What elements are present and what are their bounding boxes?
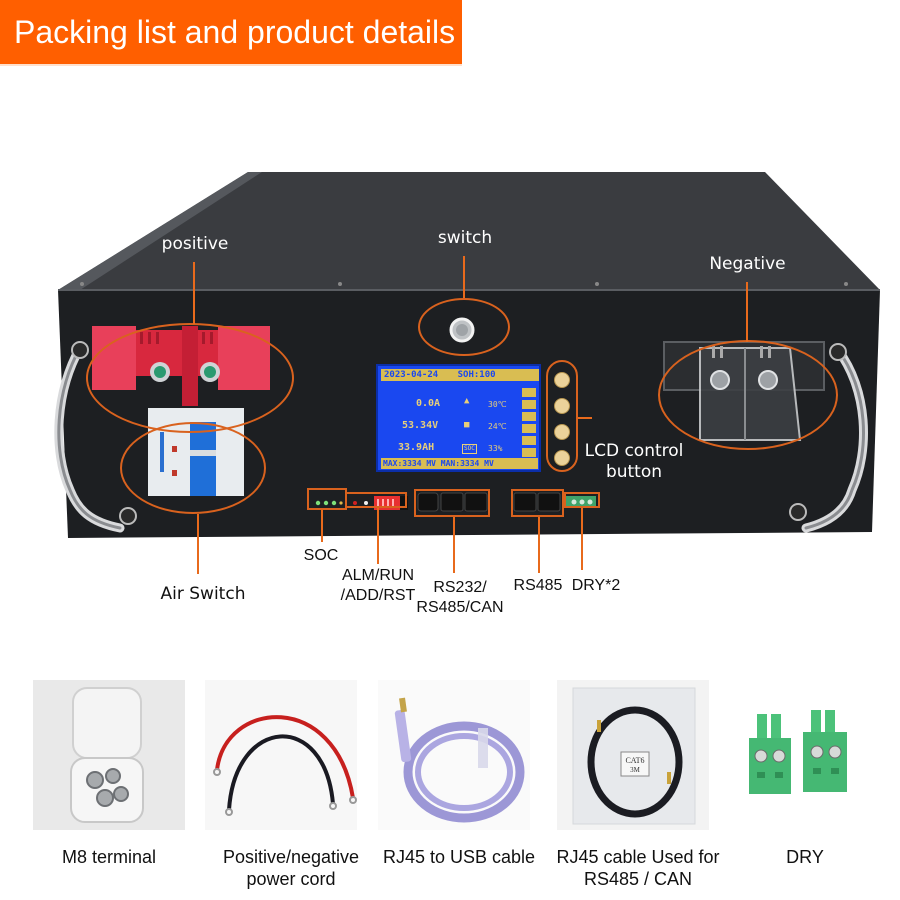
caption-line1: DRY xyxy=(786,847,824,867)
switch-callout-ring xyxy=(418,298,510,356)
lcd-soc-segment xyxy=(522,448,536,457)
lcd-soc-segment xyxy=(522,436,536,445)
air-switch-leader-line xyxy=(197,514,199,574)
switch-leader-line xyxy=(463,256,465,298)
thumb-rj45-cable: CAT6 3M xyxy=(557,680,709,830)
bag-label-line1: CAT6 xyxy=(625,756,644,765)
air-switch-callout-ring xyxy=(120,422,266,514)
caption-line2: RS485 / CAN xyxy=(583,869,693,889)
lcd-soc-badge: SOC xyxy=(462,444,477,454)
rs232-callout-box xyxy=(414,489,490,517)
lcd-temp2: 24℃ xyxy=(488,422,507,431)
negative-leader-line xyxy=(746,282,748,342)
rs232-label: RS232/ RS485/CAN xyxy=(412,578,508,618)
rj45-cable-image: CAT6 3M xyxy=(572,687,696,825)
soc-led xyxy=(323,500,329,506)
lcd-soc-segment xyxy=(522,424,536,433)
caption-m8-terminal: M8 terminal xyxy=(33,846,185,868)
lcd-date: 2023-04-24 xyxy=(384,370,439,380)
thumb-dry-connector xyxy=(735,680,875,830)
rs485-port xyxy=(537,492,561,512)
negative-callout-ring xyxy=(658,340,838,450)
air-switch-label: Air Switch xyxy=(160,584,246,604)
lcd-display: 2023-04-24 SOH:100 0.0A ▲ 30℃ 53.34V ■ 2… xyxy=(376,364,541,472)
alm-label-line1: ALM/RUN xyxy=(341,567,414,584)
caption-power-cord: Positive/negative power cord xyxy=(196,846,386,890)
soc-callout-box xyxy=(307,488,347,510)
lcd-control-button-2[interactable] xyxy=(554,398,570,414)
thumb-power-cord xyxy=(205,680,357,830)
caption-rj45-cable: RJ45 cable Used for RS485 / CAN xyxy=(548,846,728,890)
switch-label: switch xyxy=(437,228,493,248)
lcd-temp1: 30℃ xyxy=(488,400,507,409)
alm-led xyxy=(353,501,357,505)
alm-run-label: ALM/RUN /ADD/RST xyxy=(335,566,421,606)
lcd-buttons-callout-ring xyxy=(546,360,578,472)
lcd-footer: MAX:3334 MV MAN:3334 MV xyxy=(381,458,538,469)
lcd-soh-value: 100 xyxy=(479,370,496,380)
lcd-discharge-icon: ■ xyxy=(464,420,470,430)
thumb-usb-cable xyxy=(378,680,530,830)
caption-usb-cable: RJ45 to USB cable xyxy=(374,846,544,868)
run-led xyxy=(364,501,368,505)
lcd-control-button-3[interactable] xyxy=(554,424,570,440)
rj45-port xyxy=(440,492,464,512)
caption-line1: M8 terminal xyxy=(61,847,157,867)
lcd-soc-segment xyxy=(522,388,536,397)
banner-shadow xyxy=(0,62,462,66)
bag-label-line2: 3M xyxy=(630,766,641,774)
alm-leader-line xyxy=(377,508,379,564)
lcd-voltage: 53.34V xyxy=(402,420,439,431)
rs232-leader-line xyxy=(453,517,455,573)
caption-line1: Positive/negative xyxy=(222,847,360,867)
lcd-soc-segment xyxy=(522,412,536,421)
battery-top-face xyxy=(58,172,880,290)
lcd-soc-percent: 33% xyxy=(488,444,503,453)
dry-leader-line xyxy=(581,508,583,570)
page-title-banner: Packing list and product details xyxy=(0,0,462,64)
lcd-soc-segment xyxy=(522,400,536,409)
dry-callout-box xyxy=(564,492,600,508)
positive-label: positive xyxy=(161,234,229,254)
alm-callout-box xyxy=(345,492,407,508)
alm-label-line2: /ADD/RST xyxy=(340,587,416,604)
caption-dry: DRY xyxy=(760,846,850,868)
lcd-control-label: LCD control button xyxy=(578,441,690,483)
positive-callout-ring xyxy=(86,323,294,433)
rj45-port xyxy=(464,492,488,512)
soc-led xyxy=(331,500,337,506)
rs232-label-line2: RS485/CAN xyxy=(416,599,504,616)
port-panel xyxy=(315,492,596,512)
dry-label: DRY*2 xyxy=(571,577,621,594)
negative-label: Negative xyxy=(709,254,786,274)
power-cord-image xyxy=(213,715,357,816)
soc-leader-line xyxy=(321,510,323,542)
lcd-control-button-4[interactable] xyxy=(554,450,570,466)
rs485-callout-box xyxy=(511,489,564,517)
soc-led xyxy=(315,500,321,506)
caption-line1: RJ45 to USB cable xyxy=(382,847,536,867)
caption-line2: power cord xyxy=(246,869,336,889)
lcd-header: 2023-04-24 SOH:100 xyxy=(381,369,539,381)
rs485-leader-line xyxy=(538,517,540,573)
dry-connector-image xyxy=(749,710,847,794)
lcd-charge-icon: ▲ xyxy=(464,396,470,406)
m8-terminal-box-image xyxy=(70,687,144,823)
lcd-control-label-line2: button xyxy=(605,462,663,482)
rs232-port xyxy=(417,492,439,512)
rs232-label-line1: RS232/ xyxy=(433,579,487,596)
lcd-buttons-leader-line xyxy=(578,417,592,419)
caption-line1: RJ45 cable Used for xyxy=(556,847,720,867)
usb-cable-image xyxy=(394,697,525,823)
thumb-m8-terminal xyxy=(33,680,185,830)
soc-label: SOC xyxy=(303,547,339,564)
lcd-capacity: 33.9AH xyxy=(398,442,435,453)
lcd-current: 0.0A xyxy=(416,398,441,409)
lcd-control-label-line1: LCD control xyxy=(584,441,684,461)
lcd-control-button-1[interactable] xyxy=(554,372,570,388)
rs485-label: RS485 xyxy=(513,577,563,594)
lcd-soh-label: SOH xyxy=(457,370,474,380)
rs485-port xyxy=(513,492,537,512)
positive-leader-line xyxy=(193,262,195,324)
